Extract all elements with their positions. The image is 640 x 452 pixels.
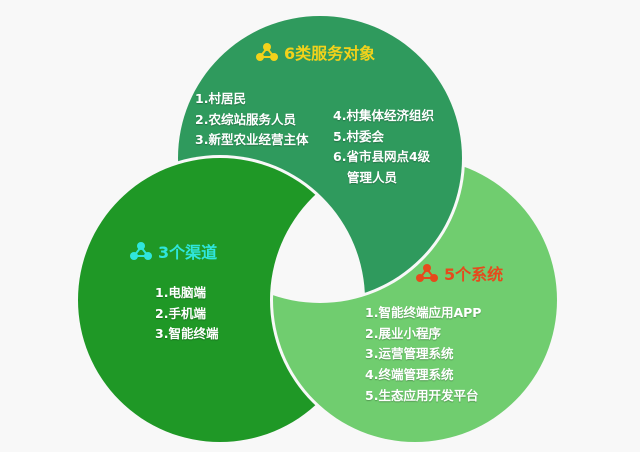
- list-item: 6.省市县网点4级: [333, 149, 431, 165]
- list-item: 1.电脑端: [155, 285, 206, 300]
- people-network-icon: [416, 264, 438, 282]
- list-item: 3.运营管理系统: [365, 346, 454, 362]
- list-item: 5.生态应用开发平台: [365, 387, 479, 403]
- list-item: 4.村集体经济组织: [333, 108, 434, 123]
- left-title: 3个渠道: [130, 239, 217, 263]
- people-network-icon: [256, 43, 278, 61]
- left-circle: [78, 158, 362, 442]
- people-network-icon: [130, 242, 152, 260]
- right-list: 1.智能终端应用APP 2.展业小程序 3.运营管理系统 4.终端管理系统 5.…: [365, 303, 481, 407]
- list-item: 4.终端管理系统: [365, 367, 454, 383]
- list-item: 1.村居民: [195, 91, 246, 106]
- list-item: 5.村委会: [333, 128, 384, 144]
- list-item: 3.智能终端: [155, 326, 219, 342]
- list-item: 2.手机端: [155, 305, 206, 321]
- left-list: 1.电脑端 2.手机端 3.智能终端: [155, 283, 218, 345]
- top-list-2: 4.村集体经济组织 5.村委会 6.省市县网点4级 管理人员: [333, 106, 434, 189]
- list-item: 1.智能终端应用APP: [365, 305, 482, 320]
- right-title: 5个系统: [416, 261, 503, 285]
- right-circle: [273, 158, 557, 442]
- list-item: 2.展业小程序: [365, 325, 441, 341]
- top-title: 6类服务对象: [256, 40, 375, 64]
- list-item: 2.农综站服务人员: [195, 111, 296, 127]
- top-list-1: 1.村居民 2.农综站服务人员 3.新型农业经营主体: [195, 89, 308, 151]
- list-item: 管理人员: [347, 170, 398, 186]
- list-item: 3.新型农业经营主体: [195, 132, 309, 148]
